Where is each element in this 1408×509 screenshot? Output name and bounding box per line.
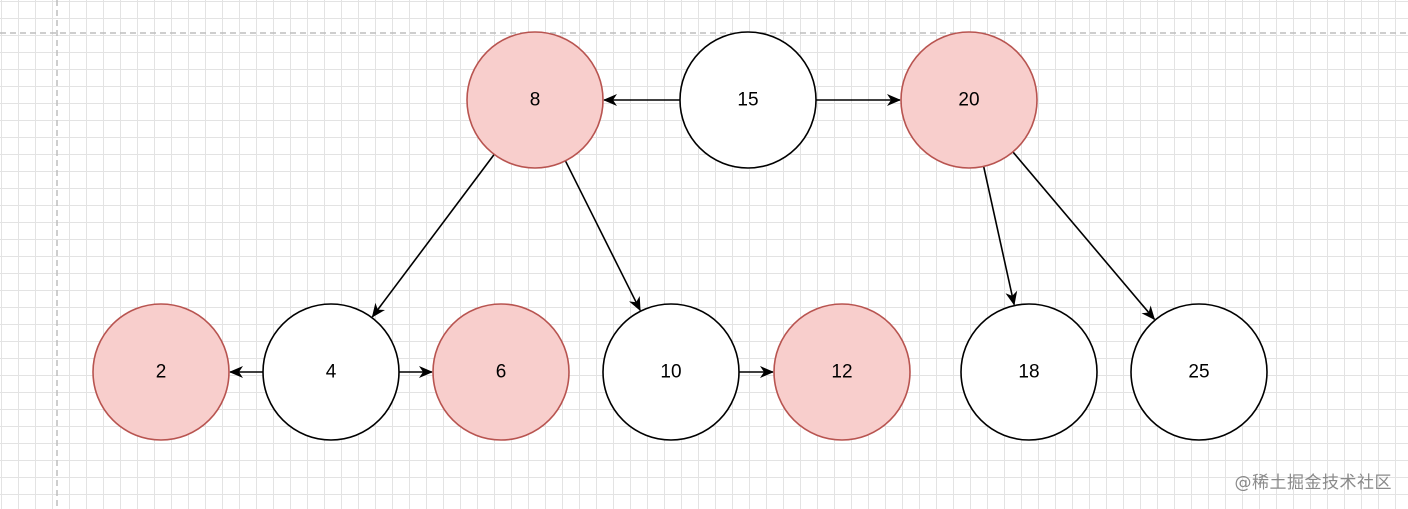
node-circle (773, 303, 911, 441)
nodes-layer: 15 8 20 2 4 6 10 12 18 25 (92, 31, 1268, 441)
node-circle (262, 303, 400, 441)
node-circle (432, 303, 570, 441)
tree-node-25: 25 (1130, 303, 1268, 441)
node-label: 8 (530, 90, 541, 111)
node-label: 20 (958, 90, 979, 111)
node-circle (466, 31, 604, 169)
node-label: 15 (737, 90, 758, 111)
node-circle (602, 303, 740, 441)
node-label: 18 (1018, 362, 1039, 383)
watermark: @稀土掘金技术社区 (1234, 473, 1392, 493)
tree-node-8: 8 (466, 31, 604, 169)
node-circle (960, 303, 1098, 441)
edge-8-to-10 (564, 160, 641, 312)
tree-node-12: 12 (773, 303, 911, 441)
node-label: 12 (831, 362, 852, 383)
node-circle (679, 31, 817, 169)
node-circle (92, 303, 230, 441)
tree-node-10: 10 (602, 303, 740, 441)
edge-8-to-4 (371, 153, 495, 318)
node-label: 25 (1188, 362, 1209, 383)
tree-node-20: 20 (900, 31, 1038, 169)
node-label: 10 (660, 362, 681, 383)
tree-node-2: 2 (92, 303, 230, 441)
node-label: 6 (496, 362, 507, 383)
tree-node-15: 15 (679, 31, 817, 169)
node-label: 4 (326, 362, 337, 383)
node-circle (900, 31, 1038, 169)
tree-node-6: 6 (432, 303, 570, 441)
node-label: 2 (156, 362, 167, 383)
edge-20-to-18 (982, 166, 1018, 306)
edge-20-to-25 (1012, 151, 1156, 321)
tree-node-18: 18 (960, 303, 1098, 441)
edges-layer (229, 94, 1156, 378)
tree-node-4: 4 (262, 303, 400, 441)
node-circle (1130, 303, 1268, 441)
